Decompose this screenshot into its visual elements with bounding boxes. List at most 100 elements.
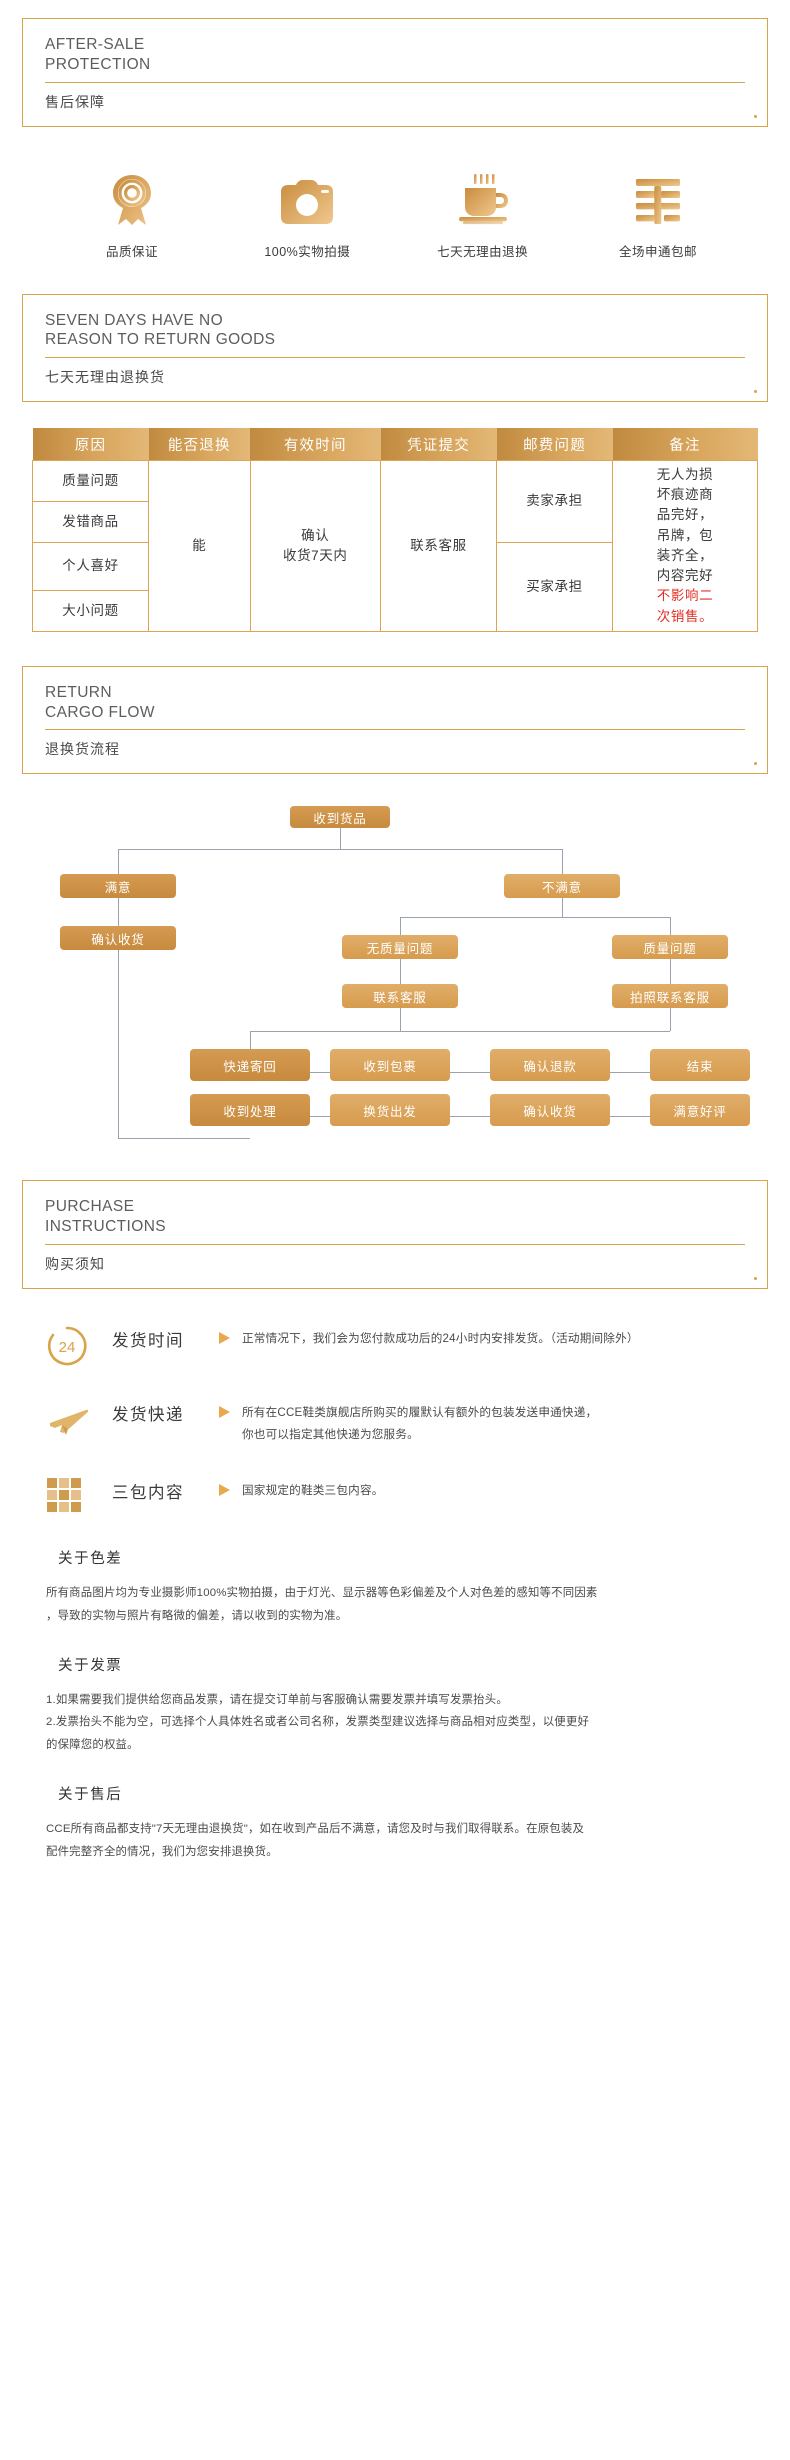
flow-node-confirm-refund[interactable]: 确认退款: [490, 1049, 610, 1082]
section-header-sevendays: SEVEN DAYS HAVE NO REASON TO RETURN GOOD…: [22, 293, 768, 403]
feature-label: 七天无理由退换: [437, 244, 529, 259]
flow-node-unsatisfied[interactable]: 不满意: [504, 874, 620, 899]
cell-shipping-seller: 卖家承担: [496, 459, 613, 543]
flow-node-label: 满意好评: [673, 1104, 727, 1119]
flow-node-received-goods[interactable]: 收到货品: [290, 806, 390, 829]
flow-node-exchange-dispatch[interactable]: 换货出发: [330, 1094, 450, 1127]
remark-line: 坏痕迹商: [656, 487, 714, 503]
cell-reason: 质量问题: [32, 459, 149, 502]
cell-reason: 个人喜好: [32, 541, 149, 591]
note-paragraph: ，导致的实物与照片有略微的偏差，请以收到的实物为准。: [46, 1609, 348, 1622]
section-en-title: RETURN CARGO FLOW: [45, 683, 155, 721]
camera-icon: [227, 169, 387, 227]
cell-validtime: 确认 收货7天内: [249, 459, 381, 632]
flow-connector: [400, 1008, 401, 1032]
flow-node-received-processing[interactable]: 收到处理: [190, 1094, 310, 1127]
flow-connector: [450, 1116, 490, 1118]
section-header-returnflow: RETURN CARGO FLOW 退换货流程: [22, 665, 768, 775]
flow-connector: [118, 849, 119, 875]
airplane-icon: [46, 1397, 112, 1441]
flow-connector: [670, 917, 671, 936]
section-cn-title: 七天无理由退换货: [45, 369, 165, 386]
remark-line: 内容完好: [656, 568, 714, 584]
grid-blocks-icon: [46, 1475, 112, 1517]
remark-line: 装齐全，: [656, 547, 714, 563]
flow-node-photo-contact-service[interactable]: 拍照联系客服: [612, 984, 728, 1009]
feature-item: 七天无理由退换: [403, 169, 563, 260]
table-row: 质量问题 能 确认 收货7天内 联系客服 卖家承担 无人为损 坏痕迹商 品完好，…: [32, 459, 758, 632]
note-paragraph: 1.如果需要我们提供给您商品发票，请在提交订单前与客服确认需要发票并填写发票抬头…: [46, 1693, 508, 1706]
divider: [45, 1244, 745, 1246]
section-cn-title: 售后保障: [45, 93, 105, 110]
feature-label: 品质保证: [105, 244, 158, 259]
col-header-proof: 凭证提交: [380, 428, 497, 461]
flow-connector: [250, 1031, 670, 1033]
flow-node-quality-issue[interactable]: 质量问题: [612, 935, 728, 960]
flow-node-label: 收到包裹: [363, 1059, 417, 1074]
note-heading: 关于发票: [58, 1657, 123, 1674]
cell-proof: 联系客服: [380, 459, 497, 632]
flow-connector: [400, 917, 401, 936]
table-header-row: 原因 能否退换 有效时间 凭证提交 邮费问题 备注: [32, 428, 758, 461]
flow-node-end[interactable]: 结束: [650, 1049, 750, 1082]
svg-text:24: 24: [59, 1339, 76, 1356]
flow-node-confirm-receipt[interactable]: 确认收货: [60, 926, 176, 951]
col-header-reason: 原因: [32, 428, 149, 461]
clock-24-icon: 24: [46, 1323, 112, 1367]
section-cn-title: 退换货流程: [45, 741, 120, 758]
flow-connector: [400, 959, 401, 985]
note-paragraph: 所有商品图片均为专业摄影师100%实物拍摄，由于灯光、显示器等色彩偏差及个人对色…: [46, 1587, 598, 1599]
flow-node-contact-service[interactable]: 联系客服: [342, 984, 458, 1009]
flow-node-package-received[interactable]: 收到包裹: [330, 1049, 450, 1082]
returns-policy-table: 原因 能否退换 有效时间 凭证提交 邮费问题 备注 质量问题 能 确认 收货7天…: [32, 428, 758, 632]
divider: [45, 357, 745, 359]
flow-node-satisfied-review[interactable]: 满意好评: [650, 1094, 750, 1127]
instruction-body: 国家规定的鞋类三包内容。: [242, 1484, 384, 1497]
flow-node-label: 换货出发: [363, 1104, 417, 1119]
flow-node-label: 收到货品: [313, 811, 367, 826]
flow-connector: [450, 1072, 490, 1074]
col-header-remark: 备注: [612, 428, 758, 461]
flow-node-label: 收到处理: [223, 1104, 277, 1119]
flow-node-no-quality-issue[interactable]: 无质量问题: [342, 935, 458, 960]
instruction-body: 正常情况下，我们会为您付款成功后的24小时内安排发货。（活动期间除外）: [242, 1332, 639, 1346]
instruction-row: 三包内容 国家规定的鞋类三包内容。: [46, 1475, 744, 1517]
corner-dot-icon: [754, 390, 757, 394]
note-heading: 关于色差: [58, 1551, 123, 1567]
notes-section: 关于色差 所有商品图片均为专业摄影师100%实物拍摄，由于灯光、显示器等色彩偏差…: [46, 1547, 744, 1864]
arrow-right-icon: [208, 1475, 242, 1497]
instruction-row: 24 发货时间 正常情况下，我们会为您付款成功后的24小时内安排发货。（活动期间…: [46, 1323, 744, 1367]
flow-node-confirm-receipt-2[interactable]: 确认收货: [490, 1094, 610, 1127]
remark-line-highlight: 次销售。: [656, 608, 714, 624]
cell-reason: 大小问题: [32, 589, 149, 632]
instruction-body: 所有在CCE鞋类旗舰店所购买的履默认有额外的包装发送申通快递， 你也可以指定其他…: [242, 1406, 598, 1441]
flow-connector: [118, 898, 119, 927]
col-header-canreturn: 能否退换: [148, 428, 250, 461]
flow-connector: [562, 849, 563, 875]
flow-node-label: 确认收货: [91, 932, 145, 947]
flow-connector: [250, 1031, 251, 1050]
remark-line: 无人为损: [656, 466, 714, 482]
arrow-right-icon: [208, 1323, 242, 1345]
flow-node-label: 质量问题: [643, 941, 697, 956]
note-block-invoice: 关于发票 1.如果需要我们提供给您商品发票，请在提交订单前与客服确认需要发票并填…: [46, 1654, 744, 1757]
flow-node-express-return[interactable]: 快递寄回: [190, 1049, 310, 1082]
postal-mail-icon: [578, 169, 738, 227]
flow-node-label: 联系客服: [373, 990, 427, 1005]
flow-connector: [118, 1138, 250, 1140]
flow-connector: [118, 926, 119, 1139]
cell-shipping-buyer: 买家承担: [496, 541, 613, 632]
instruction-title: 三包内容: [112, 1484, 184, 1502]
flow-node-label: 快递寄回: [223, 1059, 277, 1074]
award-ribbon-icon: [52, 169, 212, 227]
table-row: 大小问题: [32, 589, 758, 632]
remark-line: 品完好，: [656, 507, 714, 523]
flow-connector: [562, 898, 563, 918]
note-block-aftersale: 关于售后 CCE所有商品都支持"7天无理由退换货"，如在收到产品后不满意，请您及…: [46, 1783, 744, 1864]
flow-connector: [610, 1116, 650, 1118]
flow-node-satisfied[interactable]: 满意: [60, 874, 176, 899]
feature-list: 品质保证 100%实物拍摄: [52, 169, 738, 260]
flow-connector: [670, 959, 671, 985]
return-flowchart: 收到货品 满意 不满意 确认收货 无质量问题 质量问题 联系客服 拍照联系客服 …: [0, 804, 790, 1154]
note-paragraph: CCE所有商品都支持"7天无理由退换货"，如在收到产品后不满意，请您及时与我们取…: [46, 1823, 585, 1836]
